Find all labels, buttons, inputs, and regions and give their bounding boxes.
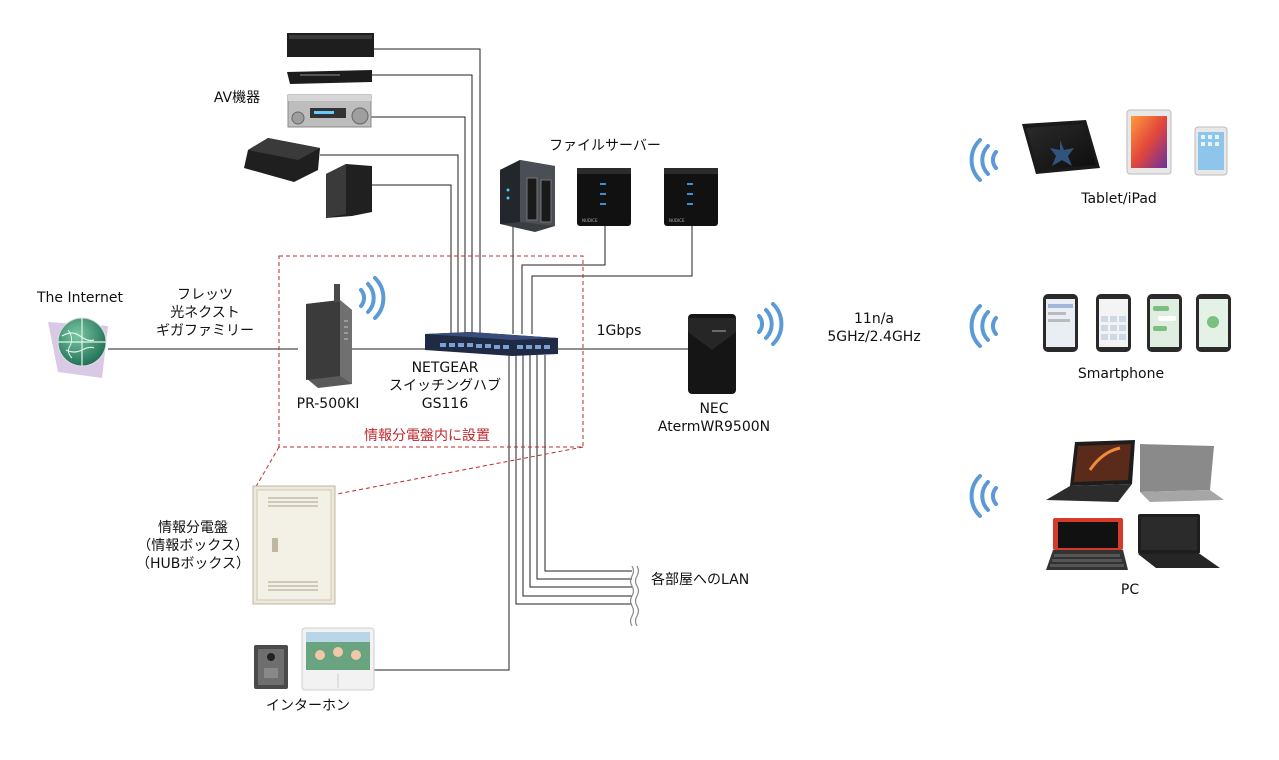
onu-label: PR-500KI [296,396,360,412]
panel-line-1: 情報分電盤 [158,520,228,536]
panel-line-2: （情報ボックス） [137,538,249,554]
internet-label: The Internet [36,290,124,306]
line-room-5 [515,355,632,605]
flets-line-1: フレッツ [177,287,233,303]
onu-wifi-icon [359,276,386,320]
line-room-4 [522,355,632,597]
file-server-2-icon: NUDICE [577,168,631,226]
line-av-game [320,154,459,334]
smartphone-4-icon [1196,294,1231,352]
router-line-1: NEC [699,401,729,417]
install-area [253,255,584,495]
line-intercom [372,355,510,671]
flets-line-2: 光ネクスト [170,305,240,321]
router-line-2: AtermWR9500N [657,419,771,435]
connection-lines [108,48,693,671]
internet-globe-icon [48,317,108,378]
smartphone-1-icon [1043,294,1078,352]
line-fs-2 [521,224,606,334]
smartphone-2-icon [1096,294,1131,352]
av-player-icon [326,164,372,218]
switch-line-3: GS116 [421,396,469,412]
panel-box-icon [252,485,336,605]
link-speed-label: 1Gbps [596,323,642,339]
router-device-icon [688,314,736,394]
tablet-ipad-mini-icon [1194,126,1228,176]
smartphone-label: Smartphone [1077,366,1165,382]
line-room-3 [529,355,632,588]
av-game-console-icon [244,138,320,182]
nas-brand-1: NUDICE [582,218,598,223]
pc-label: PC [1120,582,1140,598]
av-label: AV機器 [213,90,261,106]
pc-wifi-icon [969,474,998,518]
file-server-3-icon: NUDICE [664,168,718,226]
line-av-recorder [372,74,473,334]
line-fs-3 [531,224,693,334]
tablet-android-icon [1022,120,1100,174]
router-wifi-icon [757,302,784,346]
room-lan-label: 各部屋へのLAN [651,572,750,588]
intercom-monitor-icon [301,627,375,691]
wireless-std-label: 11n/a 5GHz/2.4GHz [810,310,938,346]
flets-line-3: ギガファミリー [156,323,254,339]
tablet-ipad-icon [1126,109,1172,175]
router-label: NEC AtermWR9500N [648,400,780,436]
av-tv-icon [287,33,374,57]
line-room-2 [536,355,632,580]
pc-laptop-4-icon [1138,514,1220,568]
tablet-label: Tablet/iPad [1081,191,1157,207]
wireless-std-line-1: 11n/a [854,311,894,327]
switch-device-icon [425,332,558,356]
line-room-1 [544,355,632,572]
pc-laptop-3-icon [1046,518,1128,570]
smartphone-wifi-icon [969,304,998,348]
intercom-label: インターホン [266,698,350,714]
flets-label: フレッツ 光ネクスト ギガファミリー [140,286,270,340]
onu-device-icon [306,284,352,388]
intercom-door-unit-icon [254,645,288,689]
file-server-label: ファイルサーバー [549,138,661,154]
panel-line-3: （HUBボックス） [136,556,250,572]
tablet-wifi-icon [969,138,998,182]
line-av-player [372,184,452,334]
smartphone-3-icon [1147,294,1182,352]
switch-label: NETGEAR スイッチングハブ GS116 [372,359,518,413]
wireless-std-line-2: 5GHz/2.4GHz [827,329,921,345]
panel-label: 情報分電盤 （情報ボックス） （HUBボックス） [130,519,256,573]
switch-line-1: NETGEAR [411,360,479,376]
av-recorder-icon [287,70,372,84]
lan-break-marks [629,565,640,627]
pc-laptop-1-icon [1046,440,1135,502]
nas-brand-2: NUDICE [669,218,685,223]
install-note-label: 情報分電盤内に設置 [364,428,490,444]
install-area-box [278,255,584,448]
pc-laptop-2-icon [1140,444,1224,502]
av-amplifier-icon [287,94,372,128]
line-av-amp [370,116,466,334]
file-server-1-icon [500,160,555,232]
switch-line-2: スイッチングハブ [389,378,501,394]
line-av-tv [374,48,481,334]
